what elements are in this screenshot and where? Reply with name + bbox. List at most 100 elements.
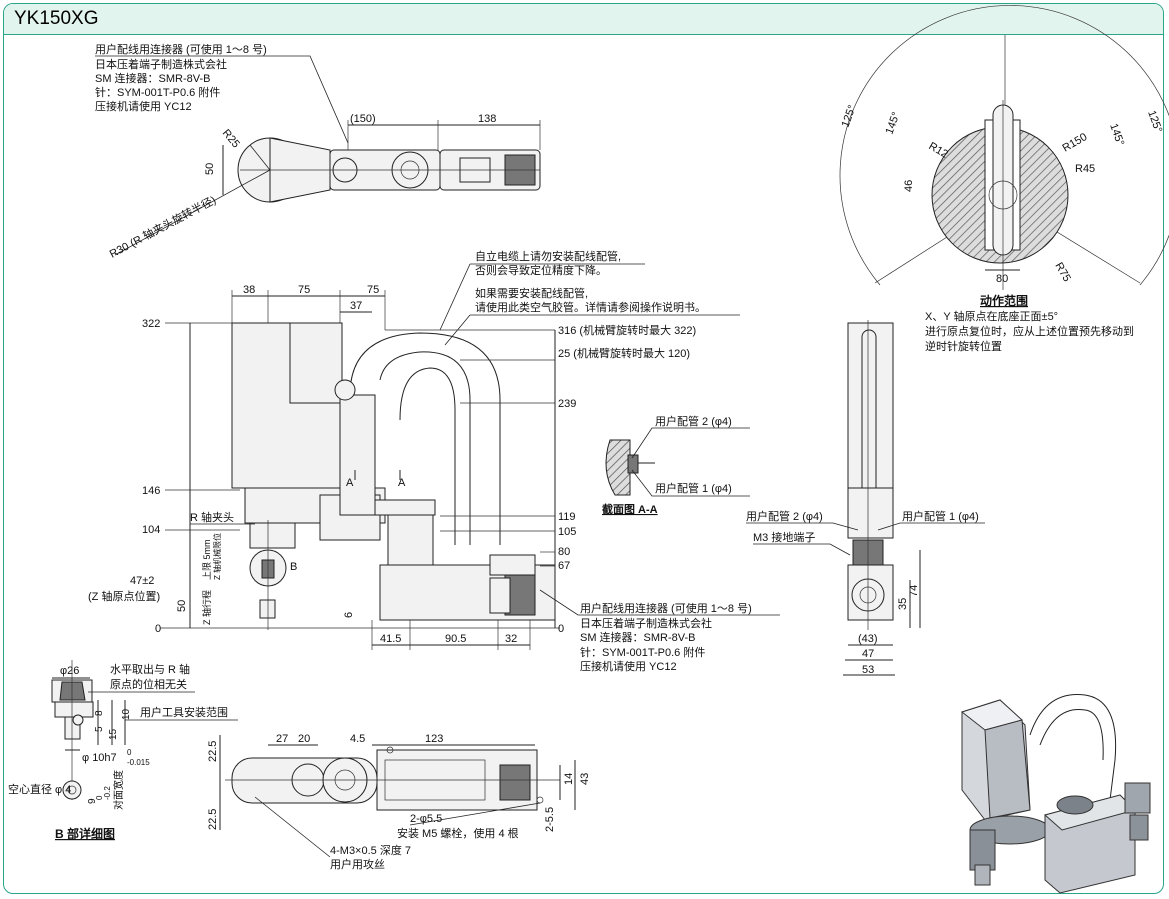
tool-range: 用户工具安装范围 <box>140 705 228 719</box>
z-origin-label: (Z 轴原点位置) <box>88 589 160 603</box>
b-caption: B 部详细图 <box>55 826 115 841</box>
mark-a1: A <box>346 477 354 489</box>
svg-text:日本压着端子制造株式会社: 日本压着端子制造株式会社 <box>580 616 712 630</box>
aa-caption: 截面图 A-A <box>602 502 658 516</box>
base-view: 27 20 4.5 123 22.5 22.5 14 43 2-5.5 2-φ5… <box>207 733 591 871</box>
height-322: 322 <box>142 318 160 330</box>
right-239: 239 <box>558 398 576 410</box>
shaft-tol-top: 0 <box>127 748 132 757</box>
range-note-2: 进行原点复位时，应从上述位置预先移动到 <box>925 324 1134 338</box>
side-view: 自立电缆上请勿安装配线配管, 否则会导致定位精度下降。 如果需要安装配线配管, … <box>88 249 780 673</box>
mark-b: B <box>290 561 297 573</box>
svg-text:针：SYM-001T-P0.6 附件: 针：SYM-001T-P0.6 附件 <box>580 645 705 659</box>
right-119: 119 <box>558 511 576 523</box>
b-d5: 5 <box>94 726 105 732</box>
svg-text:压接机请使用 YC12: 压接机请使用 YC12 <box>95 99 192 113</box>
svg-text:SM 连接器：SMR-8V-B: SM 连接器：SMR-8V-B <box>580 631 696 644</box>
height-104: 104 <box>142 524 160 536</box>
right-316: 316 (机械臂旋转时最大 322) <box>558 323 696 337</box>
b-note-1: 水平取出与 R 轴 <box>110 662 190 676</box>
cable-note-1a: 自立电缆上请勿安装配线配管, <box>475 249 621 263</box>
z-stroke: Z 轴行程 <box>201 590 212 625</box>
shaft-tol-bot: -0.015 <box>127 758 150 767</box>
cable-note-2b: 请使用此类空气胶管。详情请参阅操作说明书。 <box>475 300 706 314</box>
r75-label: R75 <box>1052 261 1072 284</box>
drawing-frame: YK150XG <box>3 3 1164 894</box>
height-47: 47±2 <box>130 575 154 587</box>
base-d14: 14 <box>563 773 575 785</box>
base-holes: 2-φ5.5 <box>410 813 442 825</box>
dim-38: 38 <box>243 284 255 296</box>
height-146: 146 <box>142 485 160 497</box>
dim-74: 74 <box>908 585 920 597</box>
angle-125-left: 125° <box>840 104 859 129</box>
tol-9-top: 0 <box>95 795 104 800</box>
tol-9-bot: -0.2 <box>103 786 112 800</box>
svg-text:压接机请使用 YC12: 压接机请使用 YC12 <box>580 659 677 673</box>
shaft-dia: φ 10h7 <box>82 752 117 764</box>
dim-41-5: 41.5 <box>380 633 401 645</box>
dim-47: 47 <box>862 648 874 660</box>
dim-75a: 75 <box>298 284 310 296</box>
aa-pipe1: 用户配管 1 (φ4) <box>655 481 732 495</box>
base-d123: 123 <box>425 733 443 745</box>
side-connector-note: 用户配线用连接器 (可使用 1～8 号) 日本压着端子制造株式会社 SM 连接器… <box>580 601 752 673</box>
dim-75b: 75 <box>367 284 379 296</box>
width-label: 对面宽度 <box>112 770 125 810</box>
section-aa: 用户配管 2 (φ4) 用户配管 1 (φ4) 截面图 A-A <box>602 414 750 516</box>
dim-35: 35 <box>897 598 909 610</box>
mark-a2: A <box>398 477 406 489</box>
b-d10: 10 <box>121 708 132 720</box>
r30-label: R30 (R 轴夹头旋转半径) <box>107 193 218 261</box>
top-view: 用户配线用连接器 (可使用 1～8 号) 日本压着端子制造株式会社 SM 连接器… <box>95 42 541 261</box>
base-d20: 20 <box>298 733 310 745</box>
base-d255: 2-5.5 <box>544 807 556 832</box>
dim-90-5: 90.5 <box>445 633 466 645</box>
range-note-3: 逆时针旋转位置 <box>925 339 1002 353</box>
b-note-2: 原点的位相无关 <box>110 677 187 691</box>
cable-note-1b: 否则会导致定位精度下降。 <box>475 263 607 277</box>
height-0: 0 <box>155 623 161 635</box>
range-view: 125° 145° 145° 125° R12 R150 R45 R75 46 … <box>840 5 1169 353</box>
front-ground: M3 接地端子 <box>753 531 815 544</box>
r150-label: R150 <box>1061 131 1090 155</box>
dim-6: 6 <box>343 612 355 618</box>
svg-text:针：SYM-001T-P0.6 附件: 针：SYM-001T-P0.6 附件 <box>95 85 220 99</box>
dia-26: φ26 <box>60 665 79 677</box>
right-80: 80 <box>558 546 570 558</box>
dim-150: (150) <box>350 113 376 125</box>
width-9: 9 <box>87 798 98 804</box>
dim-43: (43) <box>858 633 878 645</box>
r45-label: R45 <box>1075 163 1095 175</box>
angle-145-right: 145° <box>1107 122 1126 147</box>
right-105: 105 <box>558 526 576 538</box>
base-tap: 4-M3×0.5 深度 7 <box>330 843 411 857</box>
svg-text:日本压着端子制造株式会社: 日本压着端子制造株式会社 <box>95 57 227 71</box>
base-holes-note: 安装 M5 螺栓，使用 4 根 <box>397 826 519 840</box>
base-tap-note: 用户用攻丝 <box>330 857 385 871</box>
right-25: 25 (机械臂旋转时最大 120) <box>558 346 690 360</box>
svg-text:SM 连接器：SMR-8V-B: SM 连接器：SMR-8V-B <box>95 72 211 85</box>
b-d15: 15 <box>108 728 119 740</box>
upper-limit-sub: Z 轴机械限位 <box>212 533 222 580</box>
front-pipe2: 用户配管 2 (φ4) <box>746 509 823 523</box>
dim-53: 53 <box>862 664 874 676</box>
model-title: YK150XG <box>14 8 99 29</box>
detail-b: φ26 水平取出与 R 轴 原点的位相无关 8 5 15 10 用户工具安装范围… <box>8 660 238 841</box>
front-pipe1: 用户配管 1 (φ4) <box>902 509 979 523</box>
dim-50: 50 <box>204 163 216 175</box>
svg-text:用户配线用连接器 (可使用 1～8 号): 用户配线用连接器 (可使用 1～8 号) <box>95 42 267 56</box>
base-d45: 4.5 <box>350 733 365 745</box>
base-d43: 43 <box>579 773 591 785</box>
right-0: 0 <box>558 623 564 635</box>
range-caption: 动作范围 <box>980 293 1028 308</box>
upper-limit: 上限 5mm <box>202 539 212 580</box>
dim-37: 37 <box>350 300 362 312</box>
dim-46: 46 <box>903 180 915 192</box>
aa-pipe2: 用户配管 2 (φ4) <box>655 414 732 428</box>
right-67: 67 <box>558 560 570 572</box>
base-d225a: 22.5 <box>207 741 219 762</box>
range-note-1: X、Y 轴原点在底座正面±5° <box>925 309 1058 323</box>
angle-145-left: 145° <box>884 111 903 136</box>
